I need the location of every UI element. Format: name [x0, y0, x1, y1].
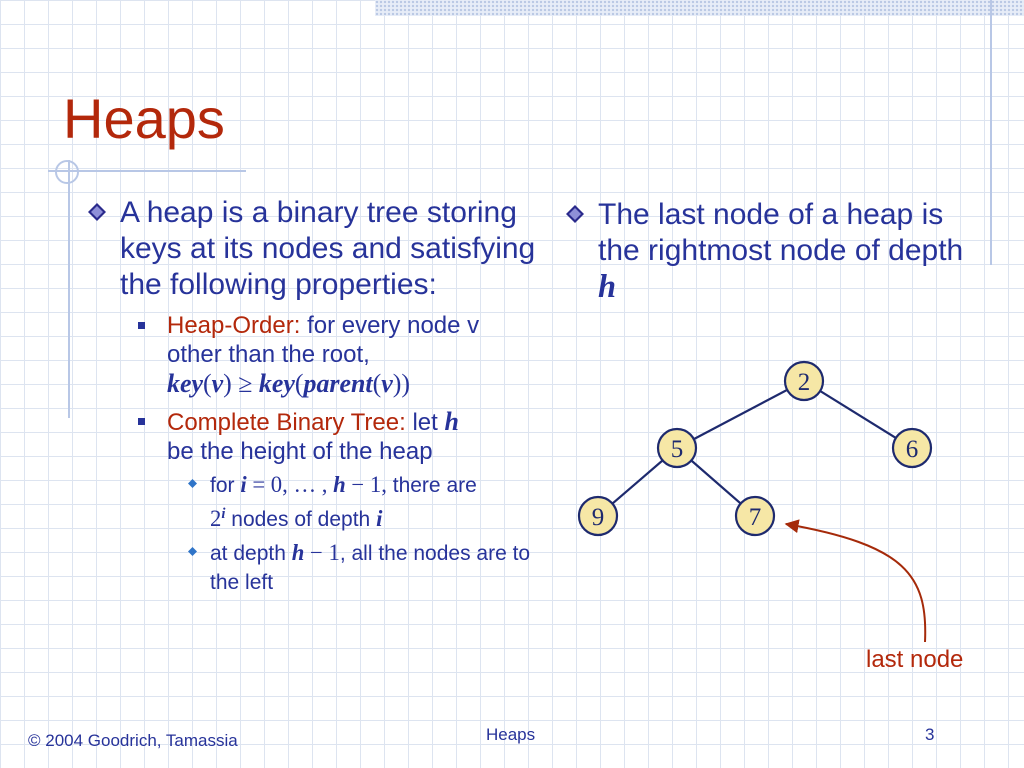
- bullet-last-node: The last node of a heap is the rightmost…: [566, 197, 976, 306]
- formula-paren3: (: [294, 369, 304, 398]
- top-decor-band: [375, 0, 1024, 16]
- heap-order-content: Heap-Order: for every node v other than …: [167, 311, 540, 399]
- right-accent-line: [990, 0, 992, 265]
- square-bullet-icon: [138, 418, 145, 425]
- sub1-two: 2: [210, 506, 222, 531]
- formula-paren4: (: [372, 369, 382, 398]
- sub1-sup-i: i: [221, 506, 226, 522]
- sub1-there-are: there are: [386, 474, 477, 497]
- sub1-for: for: [210, 474, 235, 497]
- formula-paren1: (: [202, 369, 212, 398]
- complete-tree-label: Complete Binary Tree:: [167, 409, 406, 436]
- sub-bullet-last-level: at depth h − 1, all the nodes are to the…: [188, 538, 540, 597]
- formula-parent: parent: [303, 369, 373, 398]
- formula-v2: v: [381, 369, 393, 398]
- sub2-var-h: h: [291, 540, 305, 565]
- bullet-heap-definition: A heap is a binary tree storing keys at …: [88, 195, 540, 303]
- title-underline: [48, 170, 246, 172]
- formula-paren2: ): [223, 369, 232, 398]
- formula-key2: key: [258, 369, 295, 398]
- heap-order-label: Heap-Order:: [167, 312, 301, 339]
- diamond-bullet-icon: [566, 205, 584, 223]
- small-diamond-bullet-icon: [188, 479, 197, 488]
- formula-v1: v: [211, 369, 224, 398]
- node-circle: [734, 495, 776, 537]
- sub2-rest: , all the nodes are to the left: [210, 542, 531, 594]
- last-node-text: The last node of a heap is the rightmost…: [598, 198, 964, 267]
- small-diamond-bullet-icon: [188, 547, 197, 556]
- node-label: 2: [798, 369, 811, 396]
- edge-2-5: [676, 380, 805, 449]
- node-label: 6: [906, 436, 919, 463]
- heap-order-formula: key(v) ≥ key(parent(v)): [167, 369, 410, 398]
- complete-tree-var-h: h: [444, 407, 459, 436]
- tree-node-7: 7: [734, 495, 776, 537]
- formula-key1: key: [167, 369, 203, 398]
- square-bullet-icon: [138, 322, 145, 329]
- sub2-minus-one: − 1: [304, 540, 340, 565]
- edge-2-6: [803, 380, 913, 449]
- slide-title: Heaps: [63, 87, 225, 150]
- formula-geq: ≥: [231, 369, 259, 398]
- left-accent-line: [68, 160, 70, 418]
- node-circle: [891, 427, 933, 469]
- tree-node-9: 9: [577, 495, 619, 537]
- node-circle: [577, 495, 619, 537]
- node-label: 9: [592, 504, 605, 531]
- complete-tree-let: let: [412, 409, 438, 436]
- node-circle: [656, 427, 698, 469]
- page-number: 3: [925, 725, 935, 744]
- sub1-var-h: h: [333, 472, 346, 497]
- sub1-var-i: i: [240, 472, 247, 497]
- tree-edges: [597, 380, 913, 517]
- last-node-label: last node: [866, 646, 964, 673]
- node-circle: [783, 360, 825, 402]
- bullet-complete-binary-tree: Complete Binary Tree: let h be the heigh…: [138, 407, 540, 466]
- footer-copyright: © 2004 Goodrich, Tamassia: [28, 731, 238, 750]
- left-column: A heap is a binary tree storing keys at …: [88, 195, 540, 597]
- formula-paren5: )): [392, 369, 410, 398]
- sub1-nodes-of-depth: nodes of depth: [225, 508, 377, 531]
- sub1-var-i2: i: [376, 506, 383, 531]
- node-label: 5: [671, 436, 684, 463]
- footer-title: Heaps: [486, 725, 536, 744]
- last-node-var-h: h: [598, 269, 617, 305]
- sub2-at-depth: at depth: [210, 542, 292, 565]
- title-circle-ornament: [55, 160, 79, 184]
- tree-node-2: 2: [783, 360, 825, 402]
- last-level-text: at depth h − 1, all the nodes are to the…: [210, 538, 540, 597]
- bullet-heap-order: Heap-Order: for every node v other than …: [138, 311, 540, 399]
- heap-tree-diagram: 2 5 6 9 7: [577, 360, 933, 643]
- heap-order-text: for every node v other than the root,: [167, 312, 480, 368]
- sub1-minus-one: − 1,: [345, 472, 387, 497]
- sub1-range: = 0, … ,: [246, 472, 334, 497]
- node-label: 7: [749, 504, 762, 531]
- diamond-bullet-icon: [88, 203, 106, 221]
- last-node-definition: The last node of a heap is the rightmost…: [598, 197, 976, 306]
- complete-tree-content: Complete Binary Tree: let h be the heigh…: [167, 407, 459, 466]
- heap-definition-text: A heap is a binary tree storing keys at …: [120, 196, 536, 301]
- last-node-arrow: [784, 519, 927, 643]
- complete-tree-rest: be the height of the heap: [167, 438, 433, 465]
- right-column: The last node of a heap is the rightmost…: [566, 197, 976, 306]
- tree-node-5: 5: [656, 427, 698, 469]
- tree-node-6: 6: [891, 427, 933, 469]
